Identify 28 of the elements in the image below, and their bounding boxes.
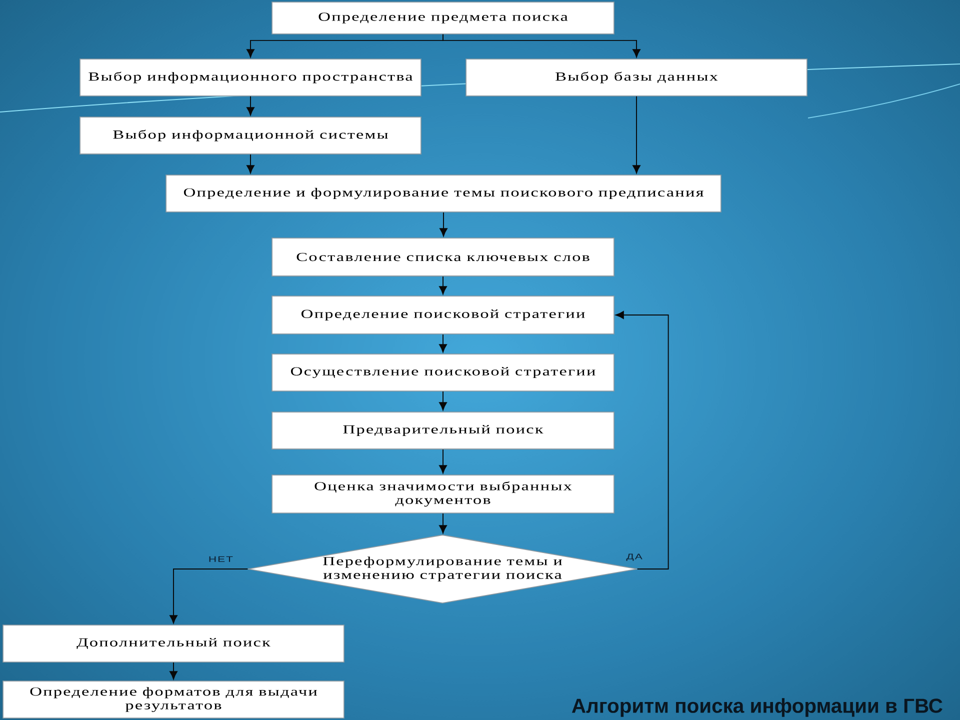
arrow [616, 311, 669, 570]
process-box: Определение предмета поиска [272, 2, 614, 34]
arrow [170, 568, 248, 624]
process-box: Выбор базы данных [466, 58, 808, 96]
arrow [442, 34, 640, 58]
process-box: Выбор информационной системы [80, 116, 422, 154]
arrow [170, 662, 178, 680]
arrow [439, 276, 447, 294]
process-box: Дополнительный поиск [2, 624, 344, 662]
process-box: Предварительный поиск [272, 412, 614, 450]
process-box: Составление списка ключевых слов [272, 238, 614, 276]
slide-title: Алгоритм поиска информации в ГВС [572, 698, 942, 717]
arrow [246, 154, 254, 174]
edge-label: НЕТ [209, 556, 233, 562]
process-box: Оценка значимости выбранных документов [272, 474, 614, 514]
arrow [439, 512, 447, 534]
process-box: Осуществление поисковой стратегии [272, 354, 614, 392]
process-box: Выбор информационного пространства [80, 58, 422, 96]
process-box: Определение поисковой стратегии [272, 296, 614, 334]
process-box: Определение и формулирование темы поискового предписания [166, 174, 722, 212]
arrow [246, 96, 254, 116]
arrow [439, 334, 447, 352]
process-box: Определение форматов для выдачи результатов [2, 680, 344, 718]
edge-label: ДА [626, 554, 642, 561]
arrow [632, 96, 640, 174]
arrow [440, 212, 448, 236]
arrow [439, 390, 447, 410]
arrow [439, 448, 447, 474]
